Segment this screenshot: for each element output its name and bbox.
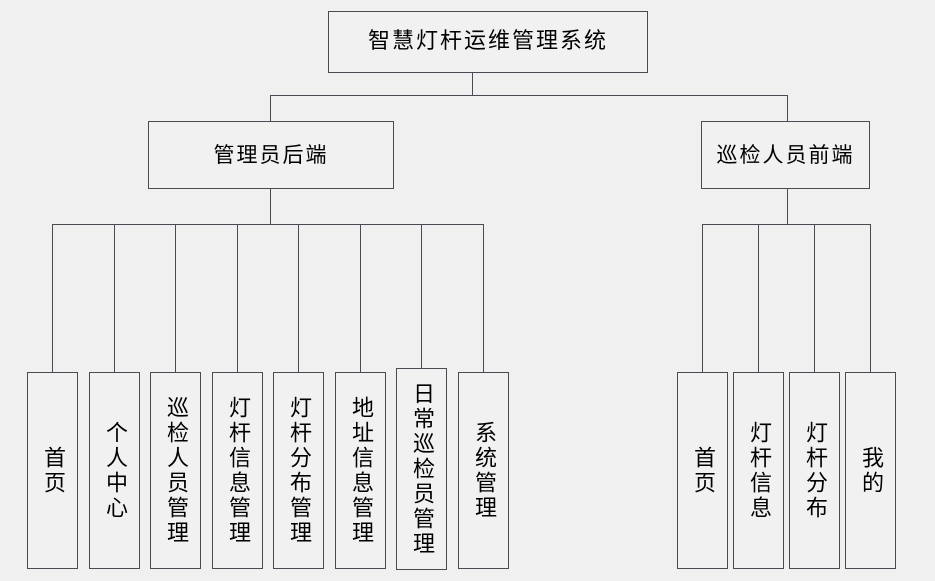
connector-root-bus — [270, 95, 788, 96]
leaf-node-admin-home[interactable]: 首页 — [27, 372, 78, 569]
connector-admin-drop-1 — [114, 224, 115, 372]
leaf-node-inspector-lamp-distribution[interactable]: 灯杆分布 — [789, 372, 840, 569]
connector-inspector-drop-1 — [758, 224, 759, 372]
connector-admin-drop-6 — [421, 224, 422, 368]
connector-inspector-stem — [787, 189, 788, 224]
connector-admin-drop-4 — [298, 224, 299, 372]
leaf-node-admin-personal-center[interactable]: 个人中心 — [89, 372, 140, 569]
leaf-node-inspector-home[interactable]: 首页 — [677, 372, 728, 569]
branch-node-admin-backend[interactable]: 管理员后端 — [148, 121, 394, 189]
leaf-node-admin-address-info-management[interactable]: 地址信息管理 — [335, 372, 386, 569]
connector-admin-bus — [52, 224, 484, 225]
leaf-node-admin-system-management[interactable]: 系统管理 — [458, 372, 509, 569]
connector-admin-stem — [270, 189, 271, 224]
connector-inspector-drop-3 — [870, 224, 871, 372]
connector-admin-drop-3 — [237, 224, 238, 372]
connector-root-to-branch-1 — [787, 95, 788, 121]
connector-inspector-bus — [702, 224, 871, 225]
connector-root-stem — [472, 73, 473, 95]
connector-admin-drop-5 — [360, 224, 361, 372]
leaf-node-admin-daily-inspector-management[interactable]: 日常巡检员管理 — [396, 368, 447, 570]
leaf-node-admin-inspector-management[interactable]: 巡检人员管理 — [150, 372, 201, 569]
connector-admin-drop-2 — [175, 224, 176, 372]
leaf-node-inspector-lamp-info[interactable]: 灯杆信息 — [733, 372, 784, 569]
connector-admin-drop-0 — [52, 224, 53, 372]
connector-admin-drop-7 — [483, 224, 484, 372]
connector-inspector-drop-0 — [702, 224, 703, 372]
branch-node-inspector-frontend[interactable]: 巡检人员前端 — [701, 121, 870, 189]
connector-inspector-drop-2 — [814, 224, 815, 372]
leaf-node-admin-lamp-info-management[interactable]: 灯杆信息管理 — [212, 372, 263, 569]
leaf-node-inspector-mine[interactable]: 我的 — [845, 372, 896, 569]
connector-root-to-branch-0 — [270, 95, 271, 121]
root-node[interactable]: 智慧灯杆运维管理系统 — [328, 11, 648, 73]
leaf-node-admin-lamp-distribution-management[interactable]: 灯杆分布管理 — [273, 372, 324, 569]
